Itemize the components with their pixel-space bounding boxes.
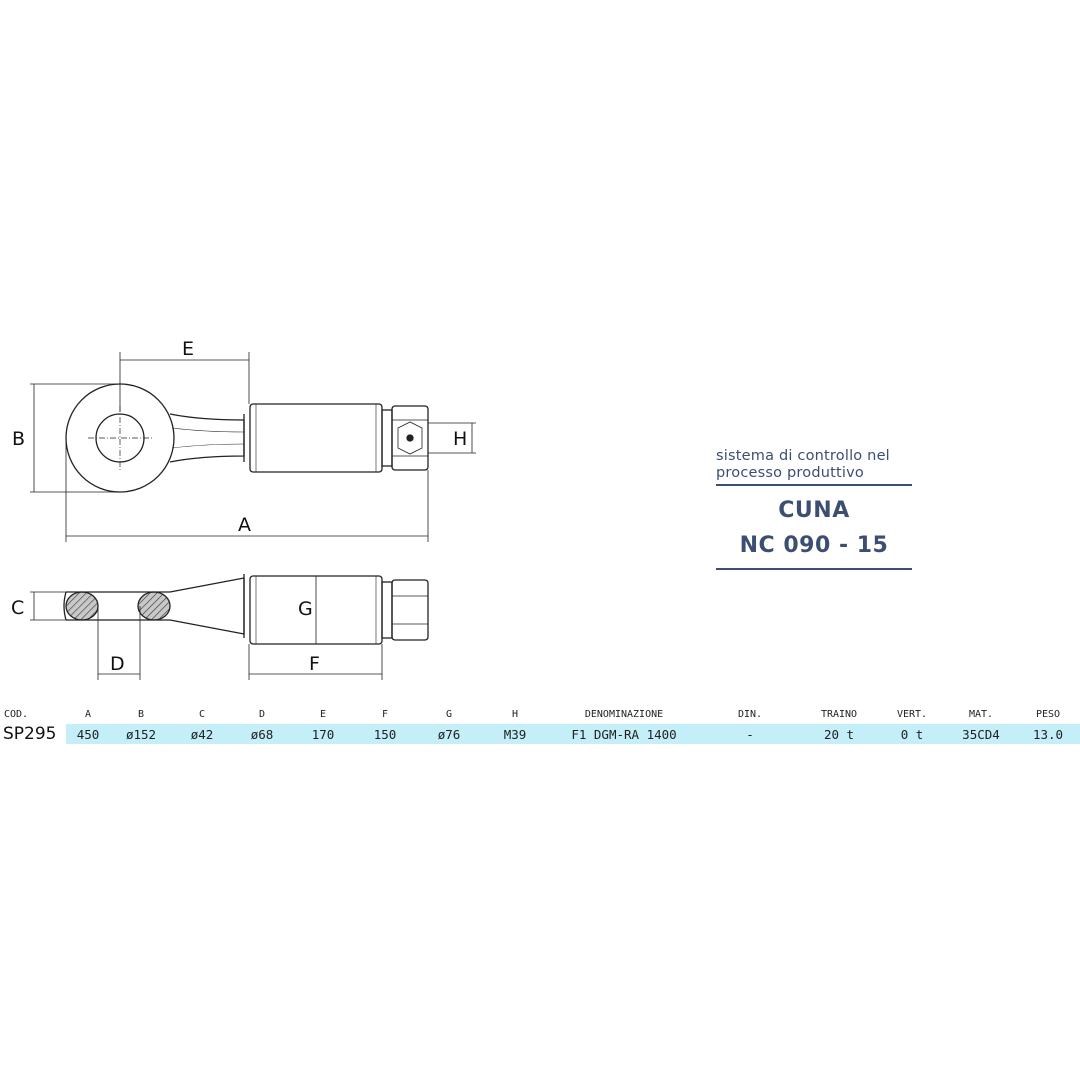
header-h: H (511, 708, 519, 720)
cell-mat: 35CD4 (946, 724, 1016, 744)
cell-a: 450 (66, 724, 110, 744)
header-traino: TRAINO (820, 708, 858, 720)
brand-block: sistema di controllo nel processo produt… (716, 448, 912, 570)
header-f: F (381, 708, 389, 720)
header-e: E (319, 708, 327, 720)
taper (169, 577, 245, 635)
side-hex-nut (391, 579, 429, 641)
dim-label-g: G (298, 598, 313, 620)
brand-divider-top (716, 484, 912, 486)
table-row: SP295 450 ø152 ø42 ø68 170 150 ø76 M39 F… (0, 724, 1080, 744)
cell-f: 150 (354, 724, 416, 744)
header-g: G (445, 708, 453, 720)
spec-header-row: COD. A B C D E F G H DENOMINAZIONE DIN. … (0, 704, 1080, 724)
section-left (65, 591, 99, 621)
brand-subtitle: NC 090 - 15 (739, 533, 889, 558)
spec-table: COD. A B C D E F G H DENOMINAZIONE DIN. … (0, 704, 1080, 744)
header-denominazione: DENOMINAZIONE (584, 708, 664, 720)
neck (169, 413, 245, 463)
cell-traino: 20 t (800, 724, 878, 744)
cell-d: ø68 (232, 724, 292, 744)
top-view-dimensions (30, 352, 476, 542)
header-a: A (84, 708, 92, 720)
cell-b: ø152 (110, 724, 172, 744)
hex-nut (391, 405, 429, 471)
body-cylinder (249, 403, 383, 473)
cell-vert: 0 t (878, 724, 946, 744)
side-view (63, 574, 429, 645)
dim-label-d: D (110, 653, 125, 675)
header-peso: PESO (1035, 708, 1061, 720)
cell-din: - (700, 724, 800, 744)
brand-title: CUNA (778, 498, 850, 523)
dim-label-h: H (453, 428, 467, 450)
dim-label-f: F (309, 653, 320, 675)
cell-e: 170 (292, 724, 354, 744)
dim-label-e: E (182, 338, 194, 360)
cell-peso: 13.0 (1016, 724, 1080, 744)
header-b: B (137, 708, 145, 720)
header-c: C (198, 708, 206, 720)
dim-label-b: B (12, 428, 25, 450)
brand-divider-bottom (716, 568, 912, 570)
cell-h: M39 (482, 724, 548, 744)
cell-denominazione: F1 DGM-RA 1400 (548, 724, 700, 744)
dim-label-a: A (238, 514, 251, 536)
header-mat: MAT. (968, 708, 994, 720)
brand-tagline-line2: processo produttivo (716, 465, 864, 481)
side-view-dimensions (30, 576, 383, 680)
brand-tagline-line1: sistema di controllo nel (716, 448, 890, 464)
header-din: DIN. (737, 708, 763, 720)
technical-drawing: E B A H (11, 338, 476, 680)
section-right (137, 591, 171, 621)
cell-g: ø76 (416, 724, 482, 744)
dim-label-c: C (11, 597, 24, 619)
header-cod: COD. (4, 708, 29, 720)
header-vert: VERT. (896, 708, 928, 720)
cell-c: ø42 (172, 724, 232, 744)
cell-cod: SP295 (0, 724, 66, 744)
header-d: D (258, 708, 266, 720)
